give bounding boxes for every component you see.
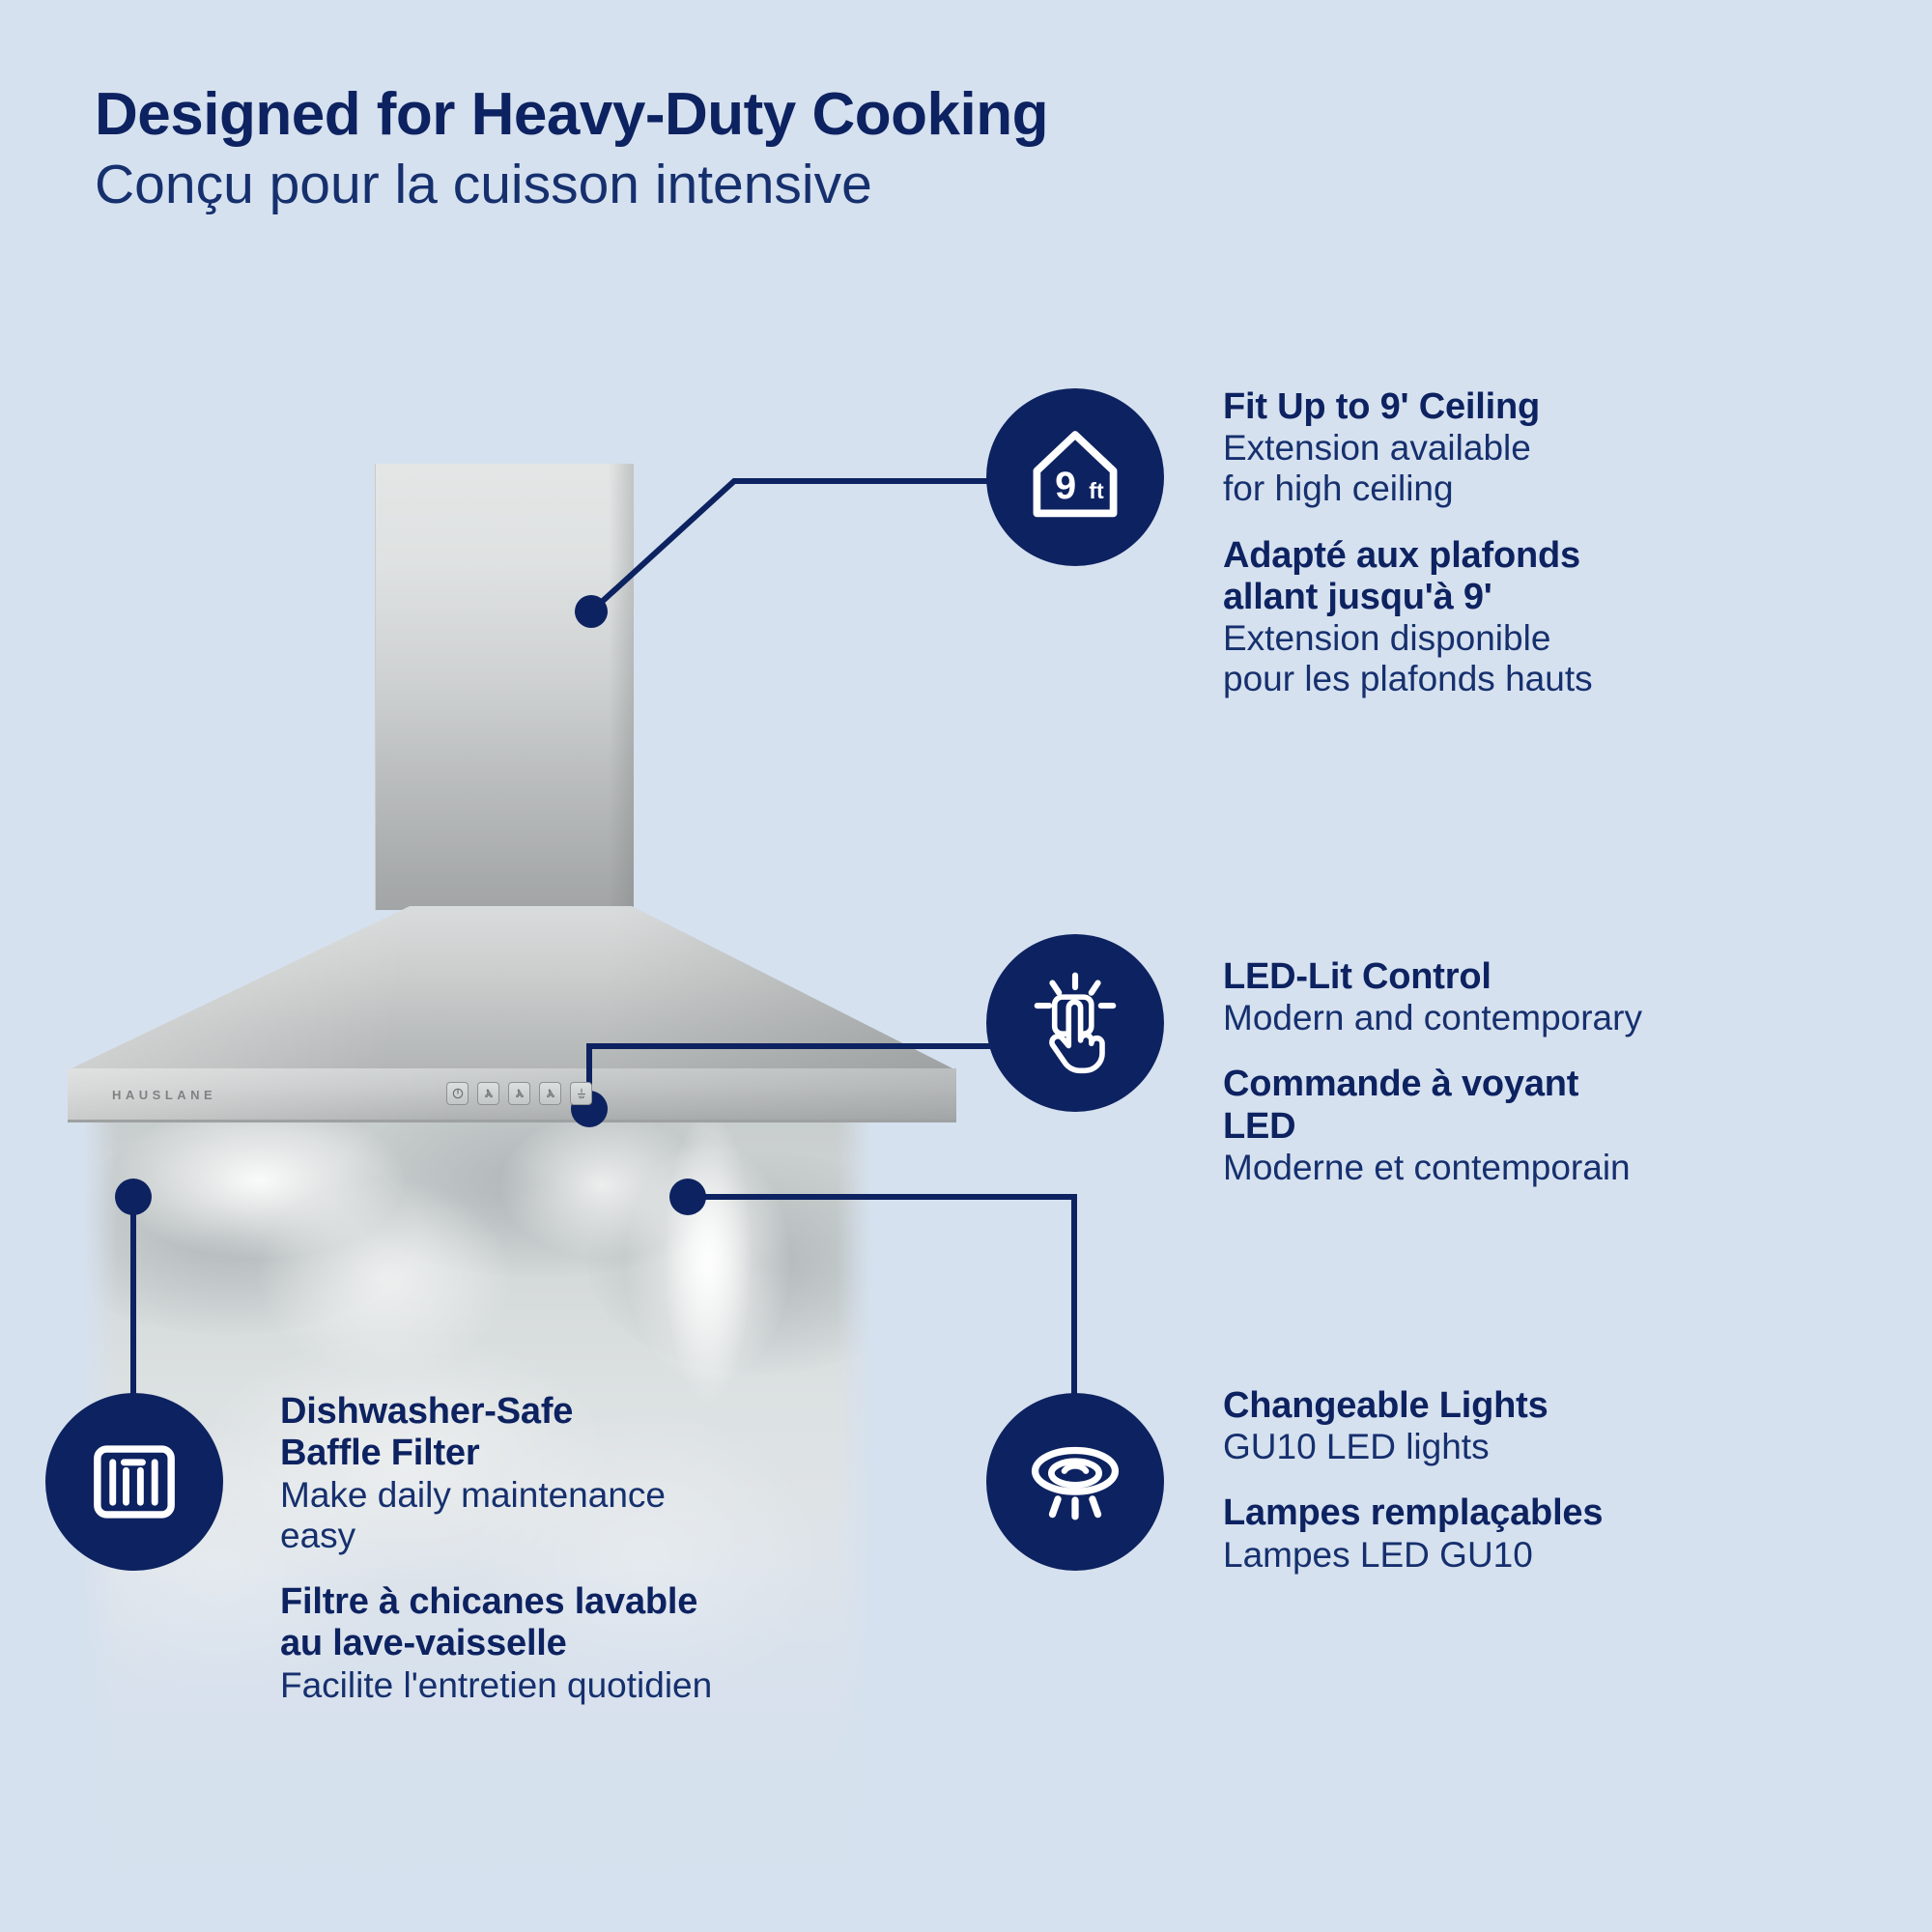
feature-changeable-lights-sub-en-1: GU10 LED lights [1223, 1427, 1490, 1467]
feature-ceiling-title-fr-1: Adapté aux plafonds [1223, 534, 1580, 576]
fan-speed-1-button[interactable] [477, 1082, 499, 1105]
feature-changeable-lights-sub-fr-1: Lampes LED GU10 [1223, 1534, 1533, 1575]
feature-led-control-sub-en-1: Modern and contemporary [1223, 998, 1642, 1038]
page-title: Designed for Heavy-Duty Cooking Conçu po… [95, 85, 1048, 214]
feature-changeable-lights-text: Changeable Lights GU10 LED lights Lampes… [1223, 1385, 1928, 1576]
feature-baffle-filter-title-en-1: Dishwasher-Safe [280, 1391, 574, 1432]
brand-logo: HAUSLANE [112, 1088, 217, 1102]
fan-speed-2-button[interactable] [508, 1082, 530, 1105]
touch-hand-icon [986, 934, 1164, 1112]
hood-chimney [375, 464, 634, 910]
feature-led-control-sub-fr-1: Moderne et contemporain [1223, 1148, 1631, 1188]
title-english: Designed for Heavy-Duty Cooking [95, 81, 1048, 148]
house-9ft-icon-glyph: 9 ft [1033, 431, 1118, 518]
baffle-filter-icon [45, 1393, 223, 1571]
feature-baffle-filter-title-en-2: Baffle Filter [280, 1433, 480, 1474]
svg-text:9: 9 [1055, 465, 1076, 507]
feature-ceiling-title-fr-2: allant jusqu'à 9' [1223, 576, 1492, 617]
feature-led-control-title-fr-1: Commande à voyant [1223, 1064, 1579, 1105]
feature-ceiling-sub-fr-2: pour les plafonds hauts [1223, 659, 1593, 699]
feature-ceiling-title-en: Fit Up to 9' Ceiling [1223, 386, 1541, 427]
feature-ceiling-sub-en-2: for high ceiling [1223, 469, 1454, 509]
feature-baffle-filter-text: Dishwasher-Safe Baffle Filter Make daily… [280, 1391, 976, 1706]
light-button[interactable] [570, 1082, 592, 1105]
ceiling-light-icon [986, 1393, 1164, 1571]
feature-led-control-title-en: LED-Lit Control [1223, 956, 1492, 997]
feature-baffle-filter-sub-en-1: Make daily maintenance [280, 1474, 666, 1515]
svg-text:ft: ft [1089, 478, 1104, 503]
feature-baffle-filter-sub-fr-1: Facilite l'entretien quotidien [280, 1664, 713, 1705]
hood-control-band: HAUSLANE [68, 1068, 956, 1122]
fan-speed-3-button[interactable] [539, 1082, 561, 1105]
feature-ceiling-sub-fr-1: Extension disponible [1223, 618, 1551, 659]
house-9ft-icon: 9 ft [986, 388, 1164, 566]
feature-baffle-filter-title-fr-1: Filtre à chicanes lavable [280, 1580, 698, 1622]
feature-changeable-lights-title-fr-1: Lampes remplaçables [1223, 1492, 1604, 1534]
feature-baffle-filter-title-fr-2: au lave-vaisselle [280, 1623, 567, 1664]
control-panel[interactable] [446, 1082, 592, 1105]
ceiling-light-icon-glyph [1031, 1446, 1120, 1520]
feature-led-control-title-fr-2: LED [1223, 1105, 1296, 1147]
power-button[interactable] [446, 1082, 469, 1105]
feature-baffle-filter-sub-en-2: easy [280, 1515, 356, 1555]
feature-led-control-text: LED-Lit Control Modern and contemporary … [1223, 956, 1932, 1188]
feature-ceiling-sub-en-1: Extension available [1223, 428, 1531, 469]
hood-canopy [68, 906, 956, 1070]
touch-hand-icon-glyph [1034, 972, 1117, 1074]
title-french: Conçu pour la cuisson intensive [95, 154, 872, 215]
feature-ceiling-text: Fit Up to 9' Ceiling Extension available… [1223, 386, 1899, 700]
feature-changeable-lights-title-en: Changeable Lights [1223, 1385, 1548, 1426]
baffle-filter-icon-glyph [94, 1445, 175, 1519]
